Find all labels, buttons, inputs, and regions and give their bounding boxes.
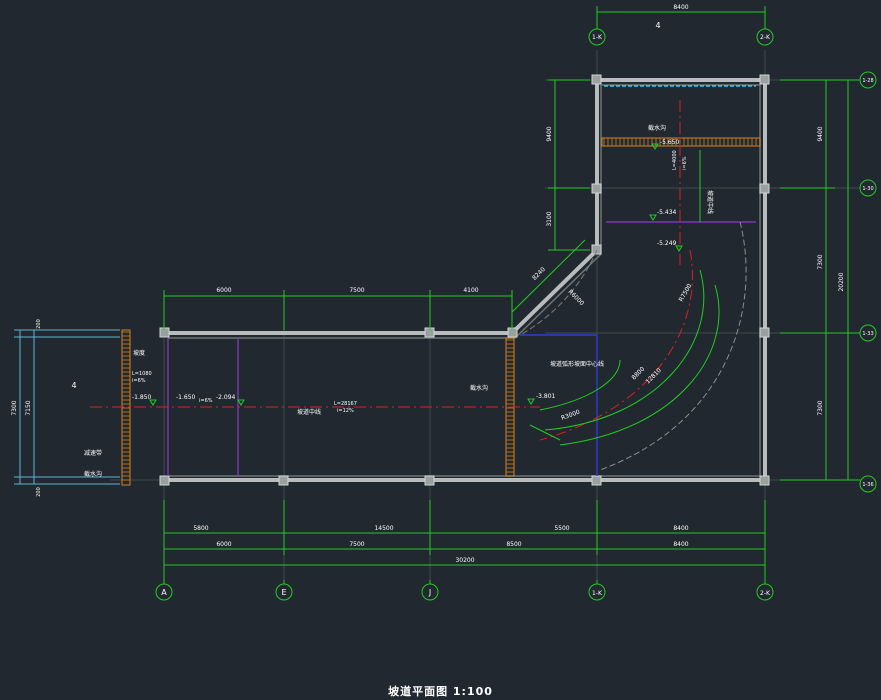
ramp-curves xyxy=(519,221,747,471)
note-wall: 减速带 xyxy=(84,449,102,457)
note-drain-top: 截水沟 xyxy=(648,124,666,132)
note-ramp-len: L=28167 xyxy=(334,401,357,407)
axis-label-2k-bottom: 2-K xyxy=(760,590,771,597)
note-vert-slope: i=6% xyxy=(682,156,688,170)
grid-bubbles-top xyxy=(588,28,774,46)
note-radius-3: R3000 xyxy=(560,409,581,422)
axis-label-a: A xyxy=(161,588,167,597)
elev-1850: -1.850 xyxy=(132,394,152,401)
note-ramp-centerline: 坡道中线 xyxy=(297,408,321,416)
axis-label-1-36: 1-36 xyxy=(862,482,873,488)
dim-left-outer-1: 7300 xyxy=(11,400,18,415)
note-ramp-slope: i=12% xyxy=(337,408,354,414)
axis-label-1-33: 1-33 xyxy=(862,331,873,337)
dim-right-total: 20200 xyxy=(838,272,845,291)
drain-trenches xyxy=(121,137,761,486)
dim-bottom-r2-4: 8400 xyxy=(673,541,688,548)
elev-3801: -3.801 xyxy=(536,393,556,400)
note-left-slope: i=6% xyxy=(132,378,146,384)
elev-2094: -2.094 xyxy=(216,394,236,401)
dim-bottom-r1-3: 5500 xyxy=(554,525,569,532)
dim-right-3: 7300 xyxy=(817,400,824,415)
dim-mid-1: 6000 xyxy=(216,287,231,294)
note-left-len: L=1080 xyxy=(132,371,152,377)
dim-bottom-r1-2: 14500 xyxy=(374,525,393,532)
dim-top: 8400 xyxy=(673,4,688,11)
dimension-lines xyxy=(163,6,860,580)
elev-5249: -5.249 xyxy=(657,240,677,247)
axis-label-2k-top: 2-K xyxy=(760,34,771,41)
axis-label-1-30: 1-30 xyxy=(862,186,873,192)
dim-bottom-total: 30200 xyxy=(455,557,474,564)
dim-bottom-r2-2: 7500 xyxy=(349,541,364,548)
axis-label-e: E xyxy=(281,588,286,597)
elev-1650: -1.650 xyxy=(176,394,196,401)
note-arc-len2: 8800 xyxy=(630,366,646,382)
dim-bottom-r2-3: 8500 xyxy=(506,541,521,548)
grid-bubbles-bottom xyxy=(155,583,774,601)
note-arc-len: 12810 xyxy=(644,367,663,386)
dim-bottom-r1-4: 8400 xyxy=(673,525,688,532)
note-ramp-curve: 坡道弧形坡面中心线 xyxy=(550,360,604,368)
section-mark-left: 4 xyxy=(71,381,76,390)
structural-columns xyxy=(159,74,770,486)
section-mark-top: 4 xyxy=(655,21,660,30)
note-drain-left: 截水沟 xyxy=(84,470,102,478)
note-vert-centerline: 坡道中线 xyxy=(706,190,714,214)
dim-right-1: 9400 xyxy=(817,126,824,141)
dim-bottom-r2-1: 6000 xyxy=(216,541,231,548)
axis-label-1k-top: 1-K xyxy=(592,34,603,41)
axis-label-1-28: 1-28 xyxy=(862,78,873,84)
grid-lines xyxy=(110,50,865,590)
grid-bubbles-right xyxy=(859,71,877,493)
dim-left-outer-3: 200 xyxy=(36,319,42,329)
dim-left-v2: 3100 xyxy=(546,211,553,226)
note-radius-1: R6000 xyxy=(567,288,586,307)
note-mid-slope: i=6% xyxy=(199,398,213,404)
elev-5434: -5.434 xyxy=(657,209,677,216)
slope-lines xyxy=(167,221,756,476)
dim-mid-2: 7500 xyxy=(349,287,364,294)
note-drain-mid: 截水沟 xyxy=(470,384,488,392)
axis-label-1k-bottom: 1-K xyxy=(592,590,603,597)
dim-mid-3: 4100 xyxy=(463,287,478,294)
dim-left-outer-4: 200 xyxy=(36,487,42,497)
dim-left-v1: 9400 xyxy=(546,126,553,141)
dim-right-2: 7300 xyxy=(817,254,824,269)
elev-top: -5.650 xyxy=(660,139,680,146)
dim-bottom-r1-1: 5800 xyxy=(193,525,208,532)
note-vert-len: L=4000 xyxy=(672,150,678,170)
note-slope-left: 坡度 xyxy=(133,349,145,357)
axis-label-j: J xyxy=(428,588,431,597)
drawing-title: 坡道平面图 1:100 xyxy=(388,685,493,698)
dim-left-outer-2: 7150 xyxy=(25,400,32,415)
